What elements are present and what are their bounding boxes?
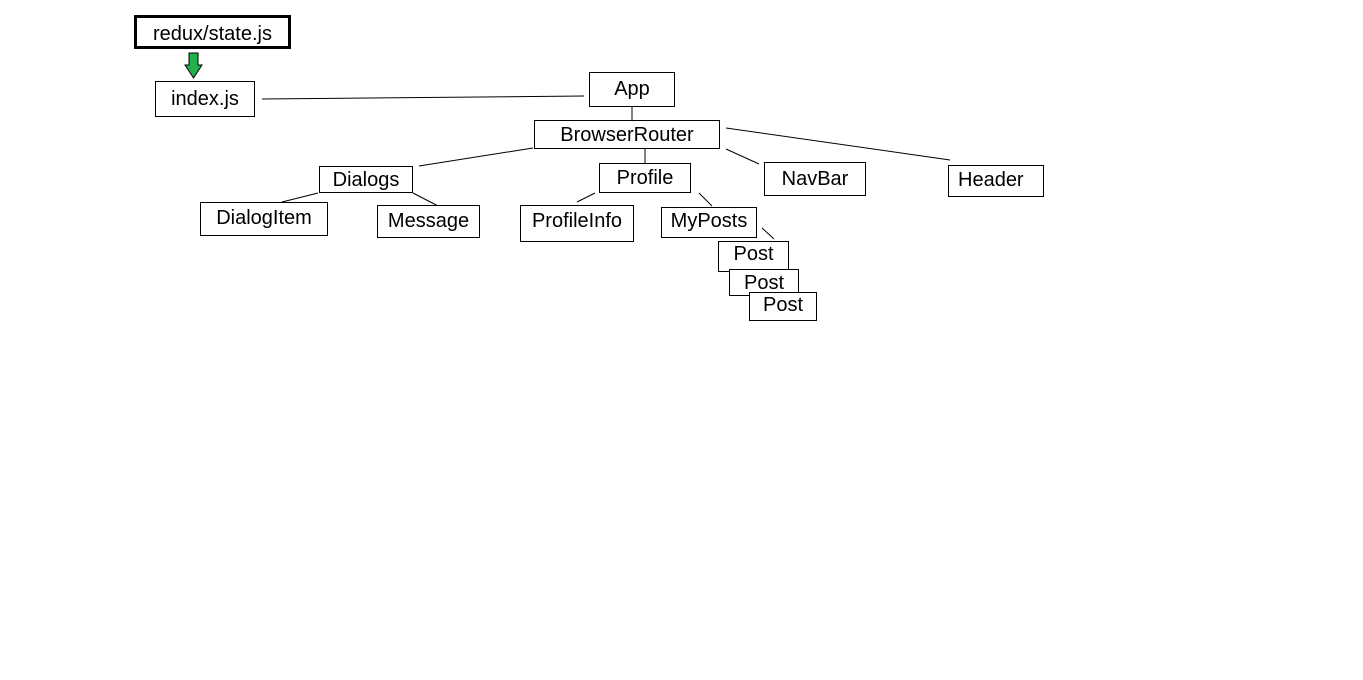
edge-browserrouter-dialogs — [418, 147, 534, 167]
edge-index-app — [261, 95, 585, 100]
edge-browserrouter-navbar — [725, 148, 760, 165]
node-browserrouter: BrowserRouter — [534, 120, 720, 149]
node-profile: Profile — [599, 163, 691, 193]
edge-dialogs-dialogitem — [281, 192, 319, 203]
node-dialogitem: DialogItem — [200, 202, 328, 236]
edge-myposts-post — [761, 227, 775, 240]
node-post-3: Post — [749, 292, 817, 321]
node-app: App — [589, 72, 675, 107]
node-message: Message — [377, 205, 480, 238]
edge-browserrouter-header — [725, 127, 951, 161]
node-index: index.js — [155, 81, 255, 117]
node-post-1: Post — [718, 241, 789, 272]
node-myposts: MyPosts — [661, 207, 757, 238]
node-dialogs: Dialogs — [319, 166, 413, 193]
node-profileinfo: ProfileInfo — [520, 205, 634, 242]
edge-profile-profileinfo — [576, 192, 596, 203]
node-post-2: Post — [729, 269, 799, 296]
node-redux-state: redux/state.js — [134, 15, 291, 49]
node-header: Header — [948, 165, 1044, 197]
node-navbar: NavBar — [764, 162, 866, 196]
edge-dialogs-message — [412, 192, 441, 208]
edge-profile-myposts — [698, 192, 713, 207]
down-arrow-icon — [184, 52, 203, 79]
